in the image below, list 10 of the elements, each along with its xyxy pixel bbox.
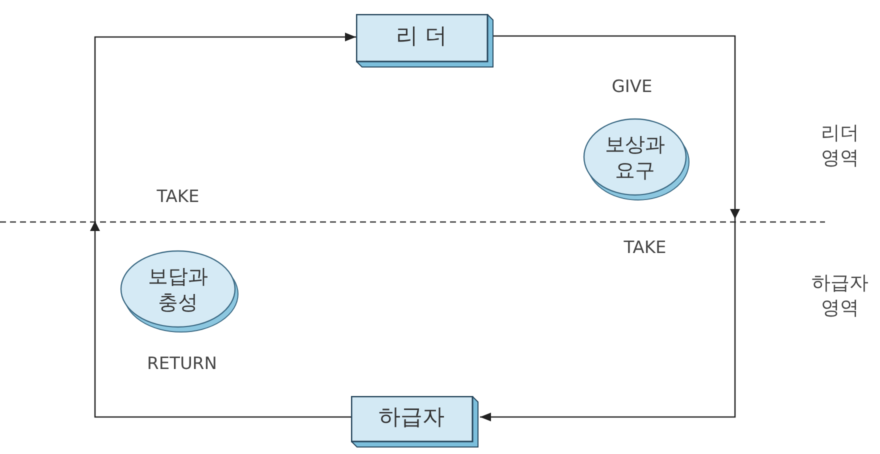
node-caption: GIVE <box>610 77 654 97</box>
node-label: 보답과 충성 <box>146 262 209 316</box>
node-label: 리 더 <box>394 23 448 52</box>
region-label: 하급자 영역 <box>810 271 870 320</box>
flow-label: TAKE <box>156 186 200 208</box>
node-label: 보상과 요구 <box>604 130 666 184</box>
flow-label: TAKE <box>622 237 668 260</box>
region-label: 리더 영역 <box>820 121 860 170</box>
node-label: 하급자 <box>377 404 446 432</box>
node-caption: RETURN <box>146 354 218 374</box>
